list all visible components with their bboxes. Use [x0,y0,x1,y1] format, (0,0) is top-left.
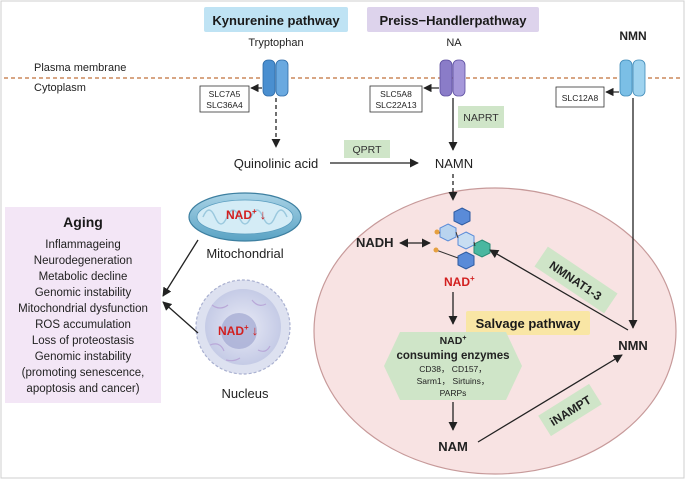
arrow-nmn-to-nad [489,249,629,331]
arrow-nam-to-nmn [477,354,623,443]
transporter-box-preiss: SLC5A8 SLC22A13 [369,85,423,113]
aging-item: Inflammageing [45,239,120,251]
aging-item: Metabolic decline [39,271,128,283]
aging-item: Mitochondrial dysfunction [18,303,148,315]
kynurenine-pathway-header: Kynurenine pathway [204,7,348,32]
transporter-box-nmn: SLC12A8 [555,86,605,108]
consuming-line1: CD38， CD157， [419,364,487,374]
arrow-nucleus-to-aging [162,301,199,334]
channel-kynurenine [262,59,289,97]
nad-plus-label: NAD+ [444,274,475,289]
quinolinic-acid-label: Quinolinic acid [234,156,319,171]
preiss-handler-pathway-header: Preiss−Handlerpathway [367,7,539,32]
slc36a4-label: SLC36A4 [206,100,243,110]
consuming-title: consuming enzymes [396,350,509,362]
namn-label: NAMN [435,156,473,171]
mitochondrial-label: Mitochondrial [206,246,283,261]
aging-item: Genomic instability [35,287,132,299]
qprt-enzyme: QPRT [344,140,390,158]
aging-item: (promoting senescence, [22,367,145,379]
preiss-handler-pathway-label: Preiss−Handlerpathway [379,13,527,28]
aging-item: ROS accumulation [35,319,131,331]
salvage-pathway-label-box: Salvage pathway [466,311,590,335]
cytoplasm-label: Cytoplasm [34,82,86,94]
salvage-pathway-label: Salvage pathway [476,316,582,331]
naprt-enzyme: NAPRT [458,106,504,128]
aging-item: Genomic instability [35,351,132,363]
nad-molecule-icon [433,207,491,270]
nad-consuming-enzymes: NAD+ consuming enzymes CD38， CD157， Sarm… [384,332,522,400]
slc12a8-label: SLC12A8 [562,93,599,103]
aging-item: apoptosis and cancer) [26,383,139,395]
nucleus-nad-label: NAD+↓ [218,323,258,338]
aging-box: Aging Inflammageing Neurodegeneration Me… [5,207,161,403]
aging-title: Aging [63,214,103,230]
aging-item: Loss of proteostasis [32,335,135,347]
kynurenine-pathway-label: Kynurenine pathway [212,13,340,28]
transporter-box-kynurenine: SLC7A5 SLC36A4 [199,85,250,113]
tryptophan-label: Tryptophan [248,37,303,49]
slc22a13-label: SLC22A13 [375,100,416,110]
mito-nad-label: NAD+↓ [226,207,266,222]
channel-preiss-handler [439,59,466,97]
nucleus-label: Nucleus [222,386,269,401]
nam-label: NAM [438,439,468,454]
nmn-label: NMN [618,338,648,353]
arrow-mito-to-aging [162,239,199,297]
aging-item: Neurodegeneration [34,255,132,267]
slc5a8-label: SLC5A8 [380,89,412,99]
consuming-nad-label: NAD+ [440,335,467,347]
nmn-top-label: NMN [619,29,646,43]
consuming-line3: PARPs [440,388,467,398]
qprt-label: QPRT [353,144,383,156]
mitochondrion-icon [188,192,302,242]
na-label: NA [446,37,462,49]
channel-nmn [619,59,646,97]
slc7a5-label: SLC7A5 [209,89,241,99]
plasma-membrane-label: Plasma membrane [34,62,126,74]
naprt-label: NAPRT [463,112,499,124]
consuming-line2: Sarm1， Sirtuins， [417,376,490,386]
nucleus-icon [195,279,291,375]
nadh-label: NADH [356,235,394,250]
